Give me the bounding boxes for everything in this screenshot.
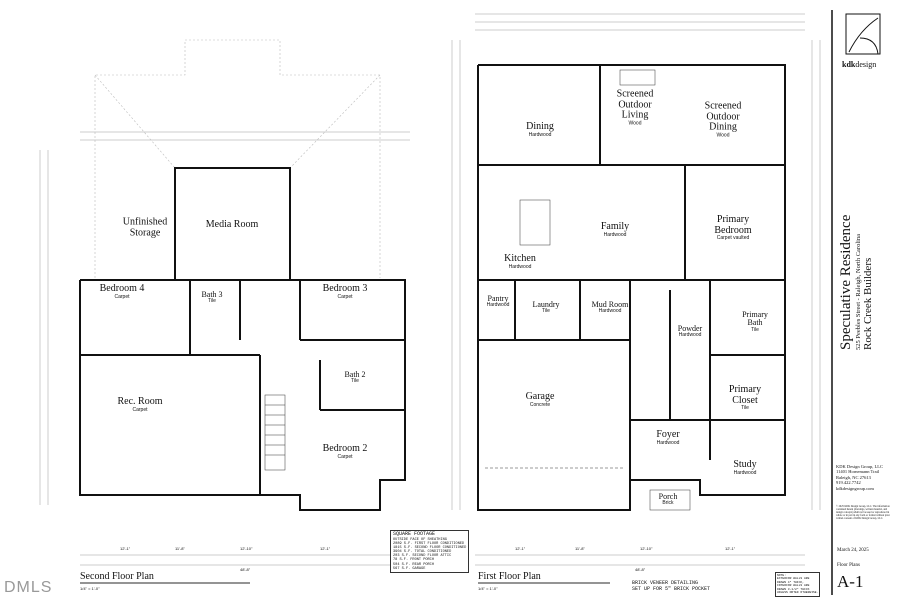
sf-title: SQUARE FOOTAGE bbox=[393, 531, 436, 537]
project-address: 525 Peebles Street - Raleigh, North Caro… bbox=[855, 233, 862, 350]
firm-line: 11401 Hornemann Trail bbox=[836, 469, 880, 475]
sheet-number: A-1 bbox=[837, 572, 864, 591]
kdk-logo-mark bbox=[845, 13, 881, 55]
firm-line: KDK Design Group, LLC bbox=[836, 464, 883, 469]
room-unfinished-storage: Unfinished Storage bbox=[122, 216, 168, 238]
copyright-note: © 2025 KDK Design Group, LLC. The inform… bbox=[836, 505, 890, 521]
dimension: 12'-10" bbox=[240, 546, 253, 551]
note-line: SET UP FOR 5" BRICK POCKET bbox=[632, 586, 711, 592]
builder-name: Rock Creek Builders bbox=[862, 257, 874, 350]
firm-info: KDK Design Group, LLC 11401 Hornemann Tr… bbox=[836, 464, 883, 491]
project-title-block: Speculative Residence 525 Peebles Street… bbox=[838, 150, 874, 350]
project-name: Speculative Residence bbox=[838, 214, 854, 350]
sf-subtitle: OUTSIDE FACE OF SHEATHING bbox=[393, 537, 447, 542]
first-floor-fixtures bbox=[485, 69, 691, 511]
sheet-title: Floor Plans bbox=[837, 563, 860, 568]
firm-line: Raleigh, NC 27613 bbox=[836, 474, 871, 480]
overall-dimension: 48'-8" bbox=[635, 567, 646, 572]
dimension: 12'-1" bbox=[120, 546, 131, 551]
logo-bold: kdk bbox=[842, 60, 856, 69]
firm-line: kdkdesigngroup.com bbox=[836, 485, 874, 491]
overall-dimension: 48'-8" bbox=[240, 567, 251, 572]
sf-line: 78 S.F. FRONT PORCH bbox=[393, 558, 434, 563]
sheet-date: March 24, 2025 bbox=[837, 548, 869, 553]
kdk-logo-text: kdkdesign bbox=[842, 60, 876, 69]
roof-outline-below bbox=[94, 39, 381, 278]
sf-line: 1815 S.F. SECOND FLOOR CONDITIONED bbox=[393, 546, 467, 550]
dimension: 12'-1" bbox=[725, 546, 736, 551]
second-floor-plan-title: Second Floor Plan bbox=[80, 571, 154, 582]
note-line: DRAWN 3-1/2" THICK bbox=[777, 587, 810, 591]
sf-line: 504 S.F. REAR PORCH bbox=[393, 562, 434, 567]
sf-line: 2089 S.F. FIRST FLOOR CONDITIONED bbox=[393, 541, 465, 546]
firm-line: 919.422.7742 bbox=[836, 480, 861, 486]
note-line: INTERIOR WALLS ARE bbox=[777, 584, 810, 588]
dimension: 12'-1" bbox=[320, 546, 331, 551]
dimension: 11'-8" bbox=[575, 546, 585, 551]
dimension: 12'-10" bbox=[640, 546, 653, 551]
dimension: 12'-1" bbox=[515, 546, 526, 551]
room-media-room: Media Room bbox=[205, 218, 259, 230]
note-line: UNLESS NOTED OTHERWISE. bbox=[777, 591, 819, 595]
dimension-lines bbox=[39, 13, 821, 566]
square-footage-table: SQUARE FOOTAGE OUTSIDE FACE OF SHEATHING… bbox=[390, 530, 470, 573]
first-floor-scale: 1/4" = 1'-0" bbox=[478, 586, 498, 591]
watermark: DMLS bbox=[4, 579, 53, 596]
sf-line: 3904 S.F. TOTAL CONDITIONED bbox=[393, 550, 452, 555]
dimension: 11'-8" bbox=[175, 546, 185, 551]
note-line: BRICK VENEER DETAILING bbox=[632, 580, 699, 586]
wall-thickness-note: NOTE: EXTERIOR WALLS ARE DRAWN 4" THICK,… bbox=[775, 572, 821, 597]
sf-line: 567 S.F. GARAGE bbox=[393, 566, 426, 571]
sf-line: 203 S.F. SECOND FLOOR ATTIC bbox=[393, 554, 452, 559]
first-floor-plan-title: First Floor Plan bbox=[478, 571, 541, 582]
note-line: NOTE: bbox=[777, 574, 787, 577]
logo-regular: design bbox=[855, 60, 877, 69]
second-floor-walls bbox=[79, 167, 406, 511]
note-line: EXTERIOR WALLS ARE bbox=[777, 577, 810, 581]
second-floor-stairs bbox=[264, 394, 286, 471]
note-line: DRAWN 4" THICK, bbox=[777, 580, 805, 584]
second-floor-scale: 1/4" = 1'-0" bbox=[80, 586, 100, 591]
first-floor-walls bbox=[477, 64, 786, 511]
